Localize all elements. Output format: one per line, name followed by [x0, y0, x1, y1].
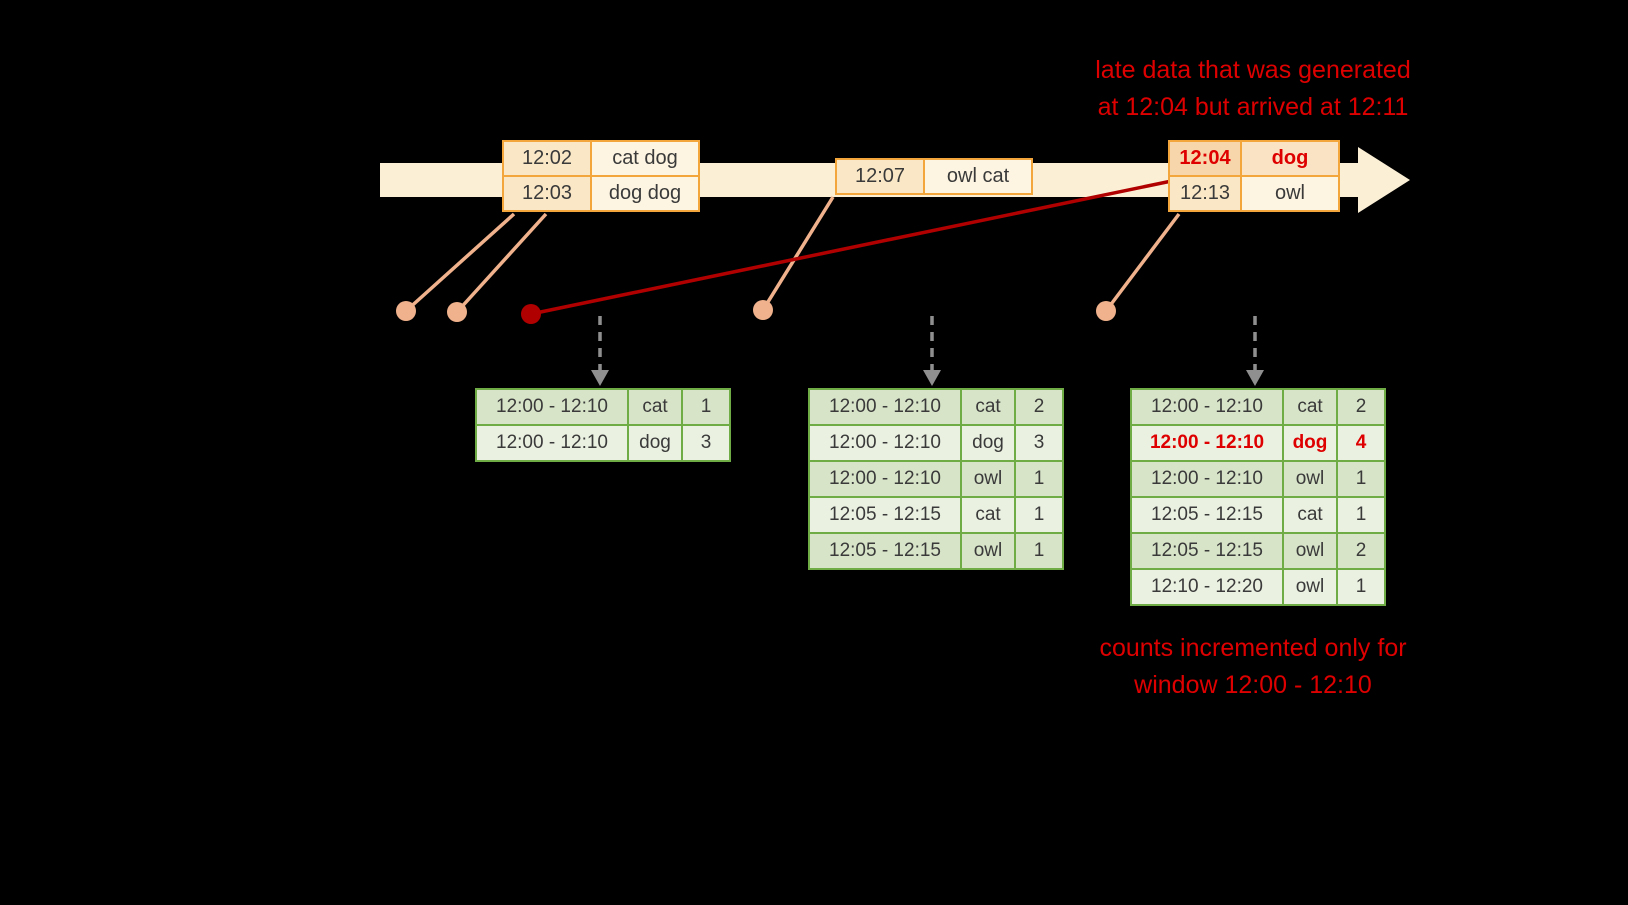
table-cell: owl: [962, 534, 1016, 568]
table-cell: 12:05 - 12:15: [1132, 534, 1284, 568]
table-cell: 1: [1016, 462, 1062, 496]
table-cell: 12:02: [504, 142, 592, 175]
table-cell: 1: [1016, 534, 1062, 568]
table-cell: 1: [1338, 570, 1384, 604]
table-cell: owl cat: [925, 160, 1031, 193]
trigger-arrowhead: [1246, 370, 1264, 386]
late-data-annotation-line2: at 12:04 but arrived at 12:11: [1097, 93, 1409, 121]
table-cell: owl: [1242, 177, 1338, 210]
timeline-arrowhead: [1358, 147, 1410, 213]
table-cell: 3: [1016, 426, 1062, 460]
trigger-arrowhead: [923, 370, 941, 386]
table-cell: 12:05 - 12:15: [810, 498, 962, 532]
trigger-arrowhead: [591, 370, 609, 386]
table-cell: dog: [962, 426, 1016, 460]
late-event-dot: [521, 304, 541, 324]
table-cell: 12:05 - 12:15: [810, 534, 962, 568]
table-cell: owl: [1284, 534, 1338, 568]
table-cell: 1: [1016, 498, 1062, 532]
table-cell: dog: [1284, 426, 1338, 460]
counts-annotation-line1: counts incremented only for: [1099, 634, 1407, 662]
table-cell: 12:00 - 12:10: [477, 426, 629, 460]
table-cell: cat dog: [592, 142, 698, 175]
table-cell: 12:00 - 12:10: [1132, 462, 1284, 496]
table-cell: owl: [1284, 462, 1338, 496]
table-cell: 1: [683, 390, 729, 424]
table-cell: 12:04: [1170, 142, 1242, 175]
table-cell: 2: [1338, 534, 1384, 568]
table-cell: 12:07: [837, 160, 925, 193]
connector-line: [404, 212, 516, 313]
late-data-line: [530, 159, 1269, 316]
table-cell: 12:10 - 12:20: [1132, 570, 1284, 604]
table-cell: cat: [962, 390, 1016, 424]
table-cell: 12:00 - 12:10: [1132, 390, 1284, 424]
event-dot: [753, 300, 773, 320]
table-cell: 12:00 - 12:10: [1132, 426, 1284, 460]
table-cell: 12:00 - 12:10: [810, 426, 962, 460]
connector-line: [455, 212, 548, 314]
table-cell: 12:00 - 12:10: [477, 390, 629, 424]
event-dot: [447, 302, 467, 322]
table-cell: 1: [1338, 498, 1384, 532]
table-cell: owl: [962, 462, 1016, 496]
table-cell: 1: [1338, 462, 1384, 496]
event-dot: [396, 301, 416, 321]
table-cell: 12:13: [1170, 177, 1242, 210]
table-cell: dog dog: [592, 177, 698, 210]
event-connector-lines: [404, 196, 1181, 314]
table-cell: cat: [962, 498, 1016, 532]
table-cell: 12:03: [504, 177, 592, 210]
table-cell: 2: [1338, 390, 1384, 424]
table-cell: cat: [1284, 498, 1338, 532]
counts-annotation: counts incremented only for window 12:00…: [1023, 630, 1483, 704]
connector-line: [1104, 212, 1181, 313]
table-cell: 2: [1016, 390, 1062, 424]
table-cell: 12:00 - 12:10: [810, 390, 962, 424]
table-cell: 12:05 - 12:15: [1132, 498, 1284, 532]
table-cell: owl: [1284, 570, 1338, 604]
table-cell: cat: [1284, 390, 1338, 424]
table-cell: dog: [629, 426, 683, 460]
trigger-arrows: [598, 316, 1257, 370]
table-cell: cat: [629, 390, 683, 424]
table-cell: 3: [683, 426, 729, 460]
late-data-annotation: late data that was generated at 12:04 bu…: [1023, 52, 1483, 126]
counts-annotation-line2: window 12:00 - 12:10: [1134, 671, 1372, 699]
connector-line: [761, 196, 835, 311]
table-cell: dog: [1242, 142, 1338, 175]
late-data-annotation-line1: late data that was generated: [1095, 56, 1411, 84]
table-cell: 4: [1338, 426, 1384, 460]
event-dot: [1096, 301, 1116, 321]
table-cell: 12:00 - 12:10: [810, 462, 962, 496]
